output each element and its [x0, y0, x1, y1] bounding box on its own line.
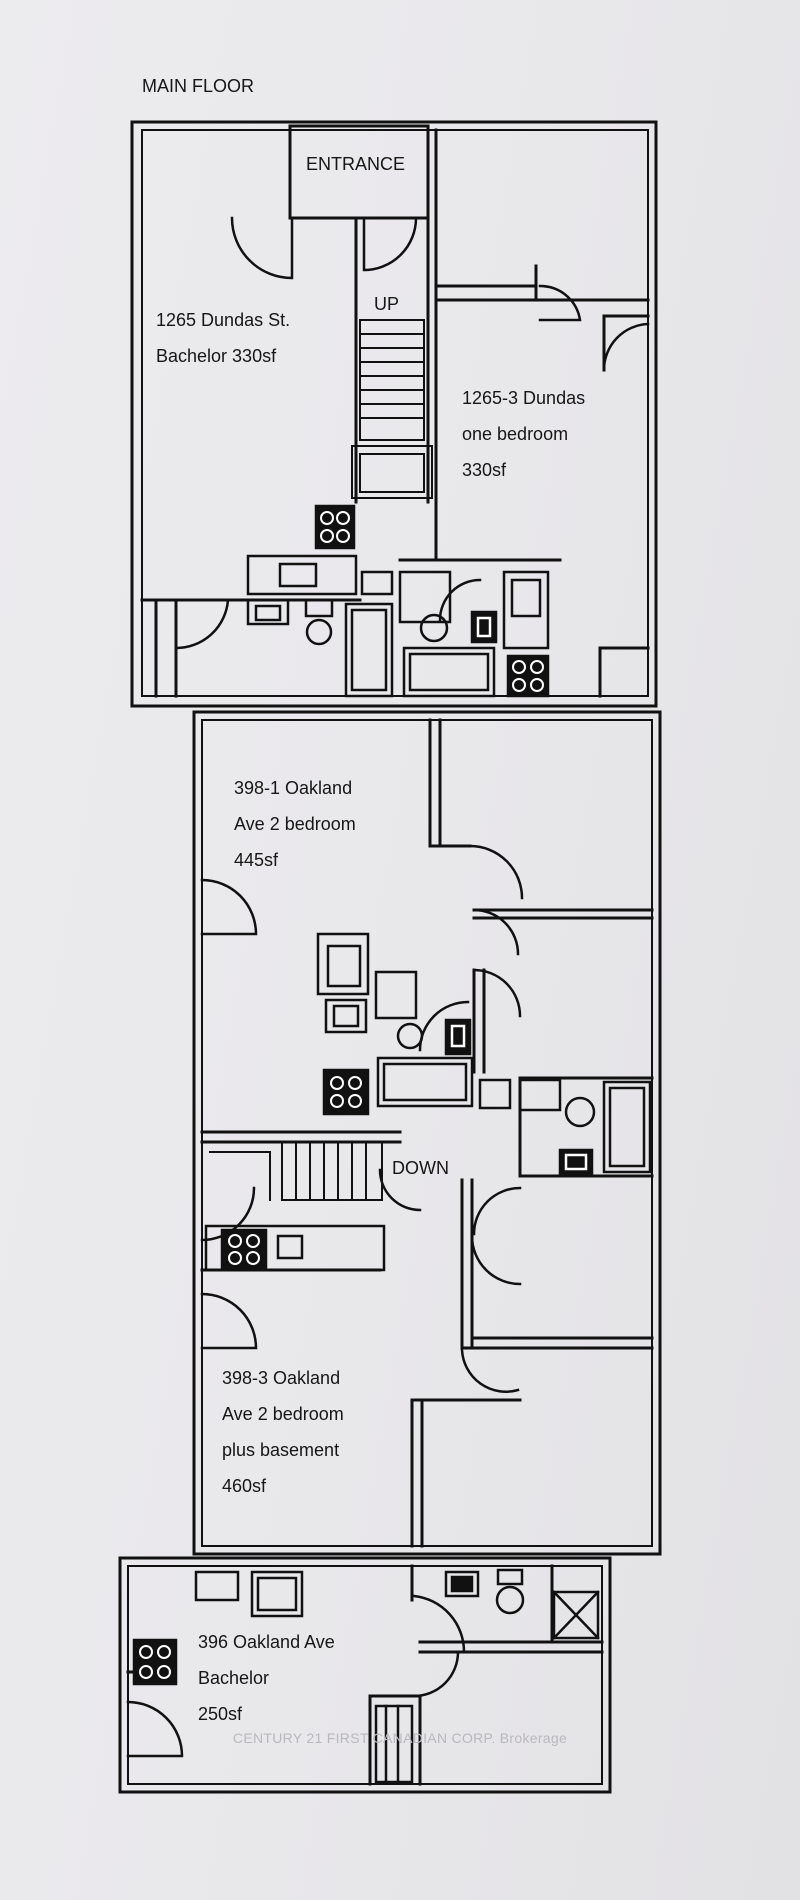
oakland-396-fixtures: [132, 1568, 600, 1784]
unit-line: Ave 2 bedroom: [234, 814, 356, 834]
unit-line: 1265 Dundas St.: [156, 310, 291, 330]
entrance-label: ENTRANCE: [306, 154, 406, 174]
stairs-down-label: DOWN: [392, 1158, 449, 1178]
unit-line: 398-1 Oakland: [234, 778, 353, 798]
unit-line: 330sf: [462, 460, 507, 480]
oakland-396-doors: [126, 1594, 466, 1758]
dundas-stairs: [351, 319, 433, 499]
unit-label-398-3-oakland: 398-3 Oakland Ave 2 bedroom plus basemen…: [222, 1360, 344, 1504]
stairs-up-label: UP: [374, 294, 400, 314]
dundas-fixtures: [246, 504, 550, 698]
unit-label-1265-dundas: 1265 Dundas St. Bachelor 330sf: [156, 302, 290, 374]
unit-line: one bedroom: [462, 424, 569, 444]
unit-line: 1265-3 Dundas: [462, 388, 586, 408]
unit-label-396-oakland: 396 Oakland Ave Bachelor 250sf: [198, 1624, 335, 1732]
floor-title: MAIN FLOOR: [142, 76, 255, 96]
unit-line: 250sf: [198, 1704, 243, 1724]
dundas-block-walls: [130, 120, 658, 708]
oakland-398-doors: [200, 844, 524, 1393]
unit-line: 460sf: [222, 1476, 267, 1496]
oakland-396-block-walls: [118, 1556, 612, 1794]
unit-line: Bachelor: [198, 1668, 270, 1688]
unit-line: plus basement: [222, 1440, 340, 1460]
dundas-doors: [174, 216, 650, 650]
oakland-398-stairs: [209, 1141, 383, 1201]
unit-line: 396 Oakland Ave: [198, 1632, 335, 1652]
unit-line: Bachelor 330sf: [156, 346, 277, 366]
brokerage-watermark: CENTURY 21 FIRST CANADIAN CORP. Brokerag…: [232, 1730, 568, 1746]
unit-line: 445sf: [234, 850, 279, 870]
unit-line: Ave 2 bedroom: [222, 1404, 344, 1424]
unit-label-398-1-oakland: 398-1 Oakland Ave 2 bedroom 445sf: [234, 770, 356, 878]
unit-line: 398-3 Oakland: [222, 1368, 341, 1388]
oakland-398-fixtures: [204, 932, 652, 1272]
unit-label-1265-3-dundas: 1265-3 Dundas one bedroom 330sf: [462, 380, 585, 488]
